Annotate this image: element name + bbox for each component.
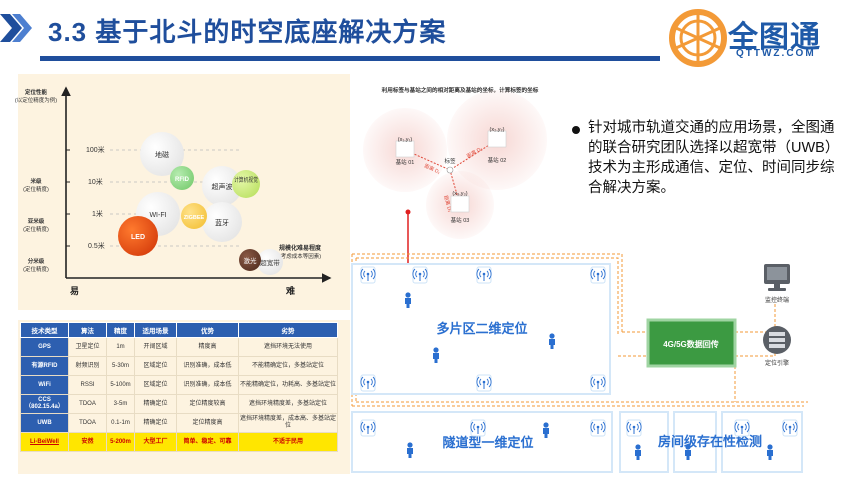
station-03-coord: (x₃,y₃) [452,191,467,197]
uwb-anchor-icon [590,419,606,437]
uwb-anchor-icon [734,419,750,437]
solution-description: 针对城市轨道交通的应用场景，全图通的联合研究团队选择以超宽带（UWB）技术为主形… [588,120,840,196]
engine-label: 定位引擎 [765,359,789,367]
table-header-row: 技术类型 算法 精度 适用场景 优势 劣势 [20,322,338,338]
table-row: 有源RFID 射频识别 5-30m 区域定位 识别准确，成本低 不能精确定位，多… [20,356,338,376]
uwb-anchor-icon [476,266,492,284]
zone-room-level: 房间级存在性检测 [619,411,803,473]
backhaul-label: 4G/5G数据回传 [663,339,719,349]
uwb-anchor-icon [360,419,376,437]
station-03-label: 基站 03 [451,216,470,224]
trilateration-caption: 利用标签与基站之间的相对距离及基站的坐标，计算标签的坐标 [381,86,539,94]
uwb-anchor-icon [590,374,606,392]
table-row: GPS 卫星定位 1m 开阔区域 精度高 遮挡环境无法使用 [20,337,338,357]
monitor-terminal: 监控终端 [764,264,790,304]
zone-room-level-label: 房间级存在性检测 [658,434,762,449]
station-02-coord: (x₂,y₂) [490,127,505,133]
station-02-label: 基站 02 [488,156,507,164]
table-row: WiFi RSSI 5-100m 区域定位 识别准确，成本低 不能精确定位，功耗… [20,375,338,395]
company-logo [669,9,727,67]
positioning-comparison-table: 技术类型 算法 精度 适用场景 优势 劣势 GPS 卫星定位 1m 开阔区域 精… [20,322,338,452]
uwb-anchor-icon [476,374,492,392]
backhaul-4g-5g-box: 4G/5G数据回传 [646,318,737,368]
uwb-anchor-icon [360,266,376,284]
uwb-anchor-icon [412,266,428,284]
server-icon [763,326,791,354]
uwb-anchor-icon [360,374,376,392]
logo-domain: QTTWZ.COM [736,48,816,59]
zone-multi-area-2d: 多片区二维定位 [351,263,611,395]
logo-wordmark: 全图通 [728,21,821,54]
globe-icon [669,9,727,67]
uwb-anchor-icon [590,266,606,284]
zone-tunnel-1d-label: 隧道型一维定位 [442,435,533,450]
tag-label: 标签 [444,157,456,165]
svg-text:距离 D₃: 距离 D₃ [442,195,453,213]
uwb-anchor-icon [470,419,486,437]
station-01-coord: (x₁,y₁) [398,137,413,143]
zone-multi-area-2d-label: 多片区二维定位 [436,321,527,336]
uwb-anchor-icon [626,419,642,437]
monitor-icon [764,264,790,291]
uwb-anchor-icon [782,419,798,437]
bullet-dot [572,126,580,134]
zone-tunnel-1d: 隧道型一维定位 [351,411,613,473]
positioning-tech-chart-panel [18,74,350,310]
positioning-engine: 定位引擎 [763,326,791,367]
page-title: 3.3 基于北斗的时空底座解决方案 [48,17,447,47]
header-chevron-icon [0,14,32,42]
table-row-highlight: Li-BeiWell 安然 5-200m 大型工厂 简单、稳定、可靠 不适于民用 [20,432,338,452]
title-underline [40,56,660,61]
tag-icon [446,166,454,174]
monitor-label: 监控终端 [765,296,789,304]
trilateration-diagram: 利用标签与基站之间的相对距离及基站的坐标，计算标签的坐标 距离 D₁ 距离 D₂… [363,86,547,239]
station-01-label: 基站 01 [396,158,415,166]
